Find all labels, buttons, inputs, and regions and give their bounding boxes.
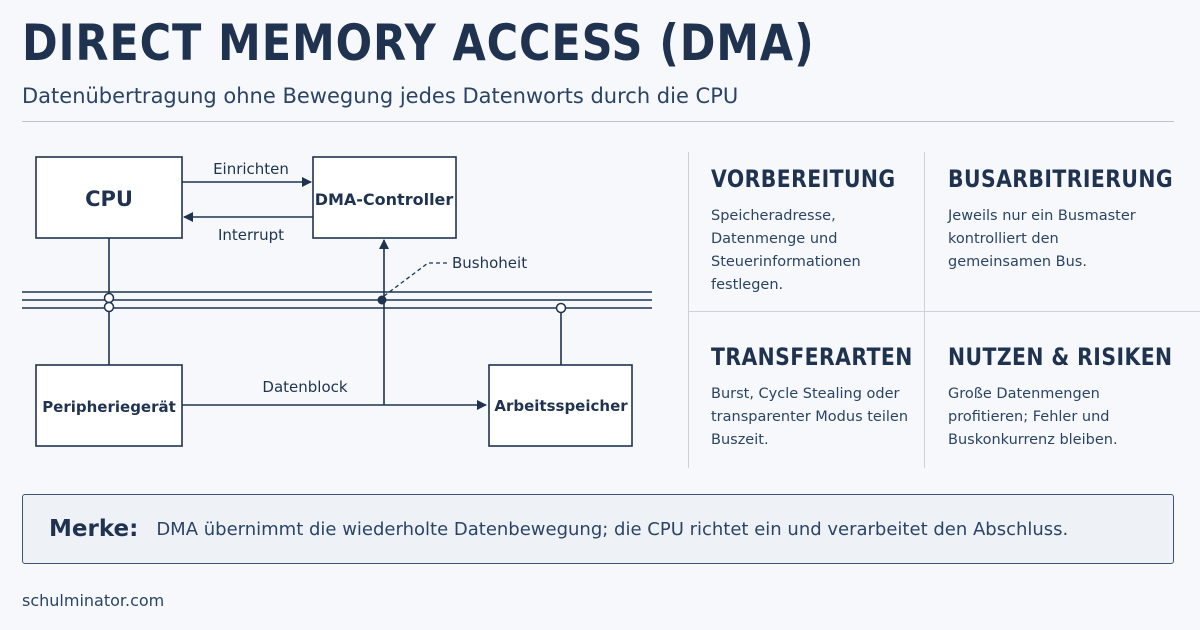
bus-ownership-label: Bushoheit — [452, 254, 527, 272]
card-heading: BUSARBITRIERUNG — [948, 165, 1174, 193]
card-text: Jeweils nur ein Busmaster kontrolliert d… — [948, 208, 1136, 270]
card-heading: VORBEREITUNG — [711, 165, 896, 193]
panel-divider-middle — [924, 152, 925, 468]
setup-label: Einrichten — [213, 160, 289, 178]
dma-controller-label: DMA-Controller — [315, 190, 454, 209]
memory-box — [488, 364, 633, 447]
note-text: DMA übernimmt die wiederholte Datenbeweg… — [156, 518, 1069, 540]
card-text: Burst, Cycle Stealing oder transparenter… — [711, 386, 909, 448]
page-subtitle: Datenübertragung ohne Bewegung jedes Dat… — [22, 84, 739, 108]
card-bus-arbitration: BUSARBITRIERUNG Jeweils nur ein Busmaste… — [948, 165, 1174, 274]
memory-bus-tap — [555, 302, 567, 314]
dma-controller-box — [312, 156, 457, 239]
card-heading: NUTZEN & RISIKEN — [948, 343, 1173, 371]
panel-divider-left — [688, 152, 689, 468]
card-text: Große Datenmengen profitieren; Fehler un… — [948, 386, 1118, 448]
note-label: Merke: — [49, 516, 139, 542]
memory-label: Arbeitsspeicher — [494, 397, 628, 415]
bus-ownership-node — [377, 295, 387, 305]
card-text: Speicheradresse, Datenmenge und Steuerin… — [711, 208, 861, 293]
interrupt-label: Interrupt — [218, 226, 284, 244]
bus-ownership-pointer — [383, 262, 447, 297]
peripheral-label: Peripheriegerät — [42, 398, 176, 416]
peripheral-box — [35, 364, 183, 447]
title-divider — [22, 121, 1174, 122]
data-block-label: Datenblock — [262, 378, 347, 396]
cpu-box — [35, 156, 183, 239]
card-preparation: VORBEREITUNG Speicheradresse, Datenmenge… — [711, 165, 926, 297]
dma-diagram: CPU DMA-Controller Peripheriegerät Arbei… — [22, 156, 652, 447]
footer-site: schulminator.com — [22, 591, 165, 610]
peripheral-bus-tap — [103, 301, 115, 313]
card-transfer-modes: TRANSFERARTEN Burst, Cycle Stealing oder… — [711, 343, 926, 452]
page-title: DIRECT MEMORY ACCESS (DMA) — [22, 14, 815, 72]
note-box: Merke: DMA übernimmt die wiederholte Dat… — [22, 494, 1174, 564]
cpu-label: CPU — [85, 187, 133, 211]
cpu-bus-tap — [103, 292, 115, 304]
card-benefits-risks: NUTZEN & RISIKEN Große Datenmengen profi… — [948, 343, 1173, 452]
card-heading: TRANSFERARTEN — [711, 343, 913, 371]
panel-divider-horizontal — [688, 311, 1200, 312]
